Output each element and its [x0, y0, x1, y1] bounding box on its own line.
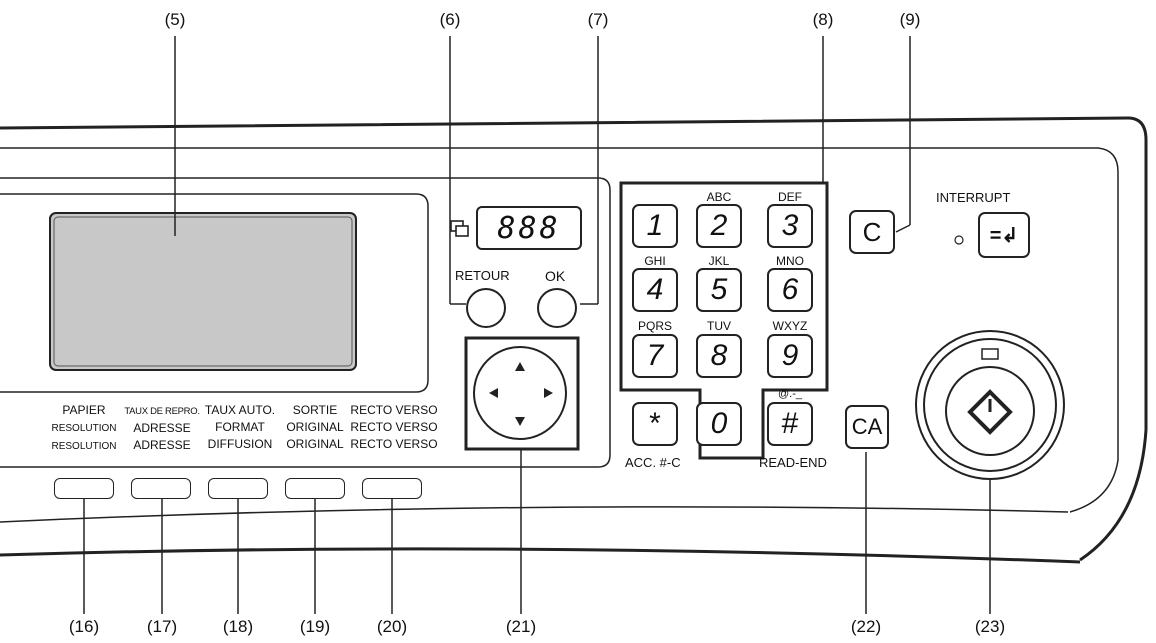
key-hash-symbols: @.-_ [777, 388, 803, 400]
key-1[interactable]: 1 [632, 204, 678, 248]
callout-5: (5) [164, 10, 186, 29]
key-star[interactable]: * [632, 402, 678, 446]
key-0[interactable]: 0 [696, 402, 742, 446]
ok-button[interactable] [537, 288, 577, 328]
key-6-letters: MNO [776, 254, 804, 268]
acc-label: ACC. #-C [625, 455, 681, 470]
callout-21: (21) [505, 617, 537, 636]
key-5[interactable]: 5 [696, 268, 742, 312]
callout-19: (19) [299, 617, 331, 636]
key-7[interactable]: 7 [632, 334, 678, 378]
key-2[interactable]: 2 [696, 204, 742, 248]
key-3[interactable]: 3 [767, 204, 813, 248]
function-key-17[interactable] [131, 478, 191, 499]
retour-button[interactable] [466, 288, 506, 328]
callout-16: (16) [68, 617, 100, 636]
copy-counter-display: 888 [476, 206, 582, 250]
callout-23: (23) [974, 617, 1006, 636]
key-2-letters: ABC [706, 190, 732, 204]
key-8-letters: TUV [707, 319, 731, 333]
key-4[interactable]: 4 [632, 268, 678, 312]
callout-22: (22) [850, 617, 882, 636]
callout-20: (20) [376, 617, 408, 636]
clear-button[interactable]: C [849, 210, 895, 254]
interrupt-label: INTERRUPT [936, 190, 1011, 205]
callout-8: (8) [812, 10, 834, 29]
key-8[interactable]: 8 [696, 334, 742, 378]
key-9[interactable]: 9 [767, 334, 813, 378]
interrupt-button[interactable]: =↲ [978, 212, 1030, 258]
key-9-letters: WXYZ [772, 319, 808, 333]
start-button[interactable] [924, 339, 1056, 471]
key-3-letters: DEF [778, 190, 802, 204]
clear-all-button[interactable]: CA [845, 405, 889, 449]
callout-18: (18) [222, 617, 254, 636]
key-6[interactable]: 6 [767, 268, 813, 312]
ok-label: OK [545, 268, 566, 284]
key-4-letters: GHI [644, 254, 666, 268]
callout-7: (7) [587, 10, 609, 29]
callout-6: (6) [439, 10, 461, 29]
function-key-20[interactable] [362, 478, 422, 499]
function-key-16[interactable] [54, 478, 114, 499]
read-end-label: READ-END [759, 455, 827, 470]
callout-9: (9) [899, 10, 921, 29]
retour-label: RETOUR [455, 268, 510, 283]
direction-pad[interactable] [474, 347, 566, 439]
key-hash[interactable]: # [767, 402, 813, 446]
key-5-letters: JKL [708, 254, 730, 268]
interrupt-icon: =↲ [989, 224, 1019, 247]
callout-17: (17) [146, 617, 178, 636]
key-7-letters: PQRS [637, 319, 673, 333]
function-key-18[interactable] [208, 478, 268, 499]
copy-count-readout: 888 [497, 210, 561, 246]
function-key-19[interactable] [285, 478, 345, 499]
